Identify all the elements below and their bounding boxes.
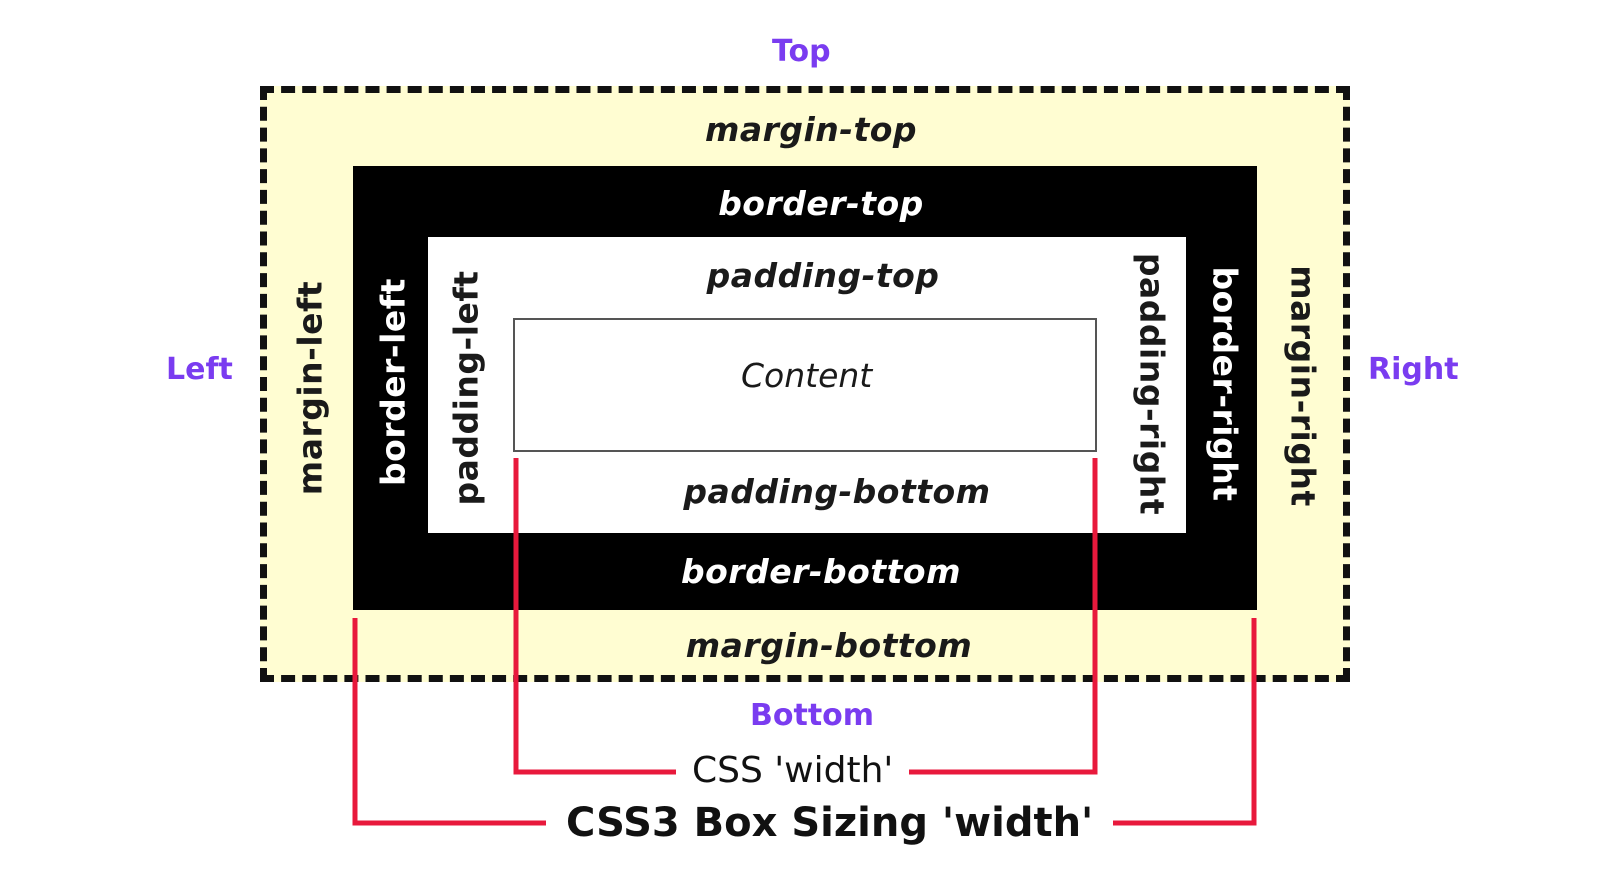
box-sizing-width-label: CSS3 Box Sizing 'width' [546,800,1114,846]
margin-bottom-label: margin-bottom [685,626,973,665]
css-width-label: CSS 'width' [676,750,910,791]
content-label: Content [741,356,873,395]
direction-bottom-label: Bottom [750,698,875,733]
direction-left-label: Left [166,352,233,387]
border-bottom-label: border-bottom [681,552,961,591]
padding-top-label: padding-top [706,256,940,295]
border-top-label: border-top [718,184,924,223]
content-box [513,318,1097,452]
margin-top-label: margin-top [704,110,918,149]
padding-bottom-label: padding-bottom [683,472,991,511]
box-sizing-width-bracket [352,618,1257,826]
direction-top-label: Top [772,34,831,69]
css-width-bracket [513,458,1098,775]
direction-right-label: Right [1368,352,1459,387]
